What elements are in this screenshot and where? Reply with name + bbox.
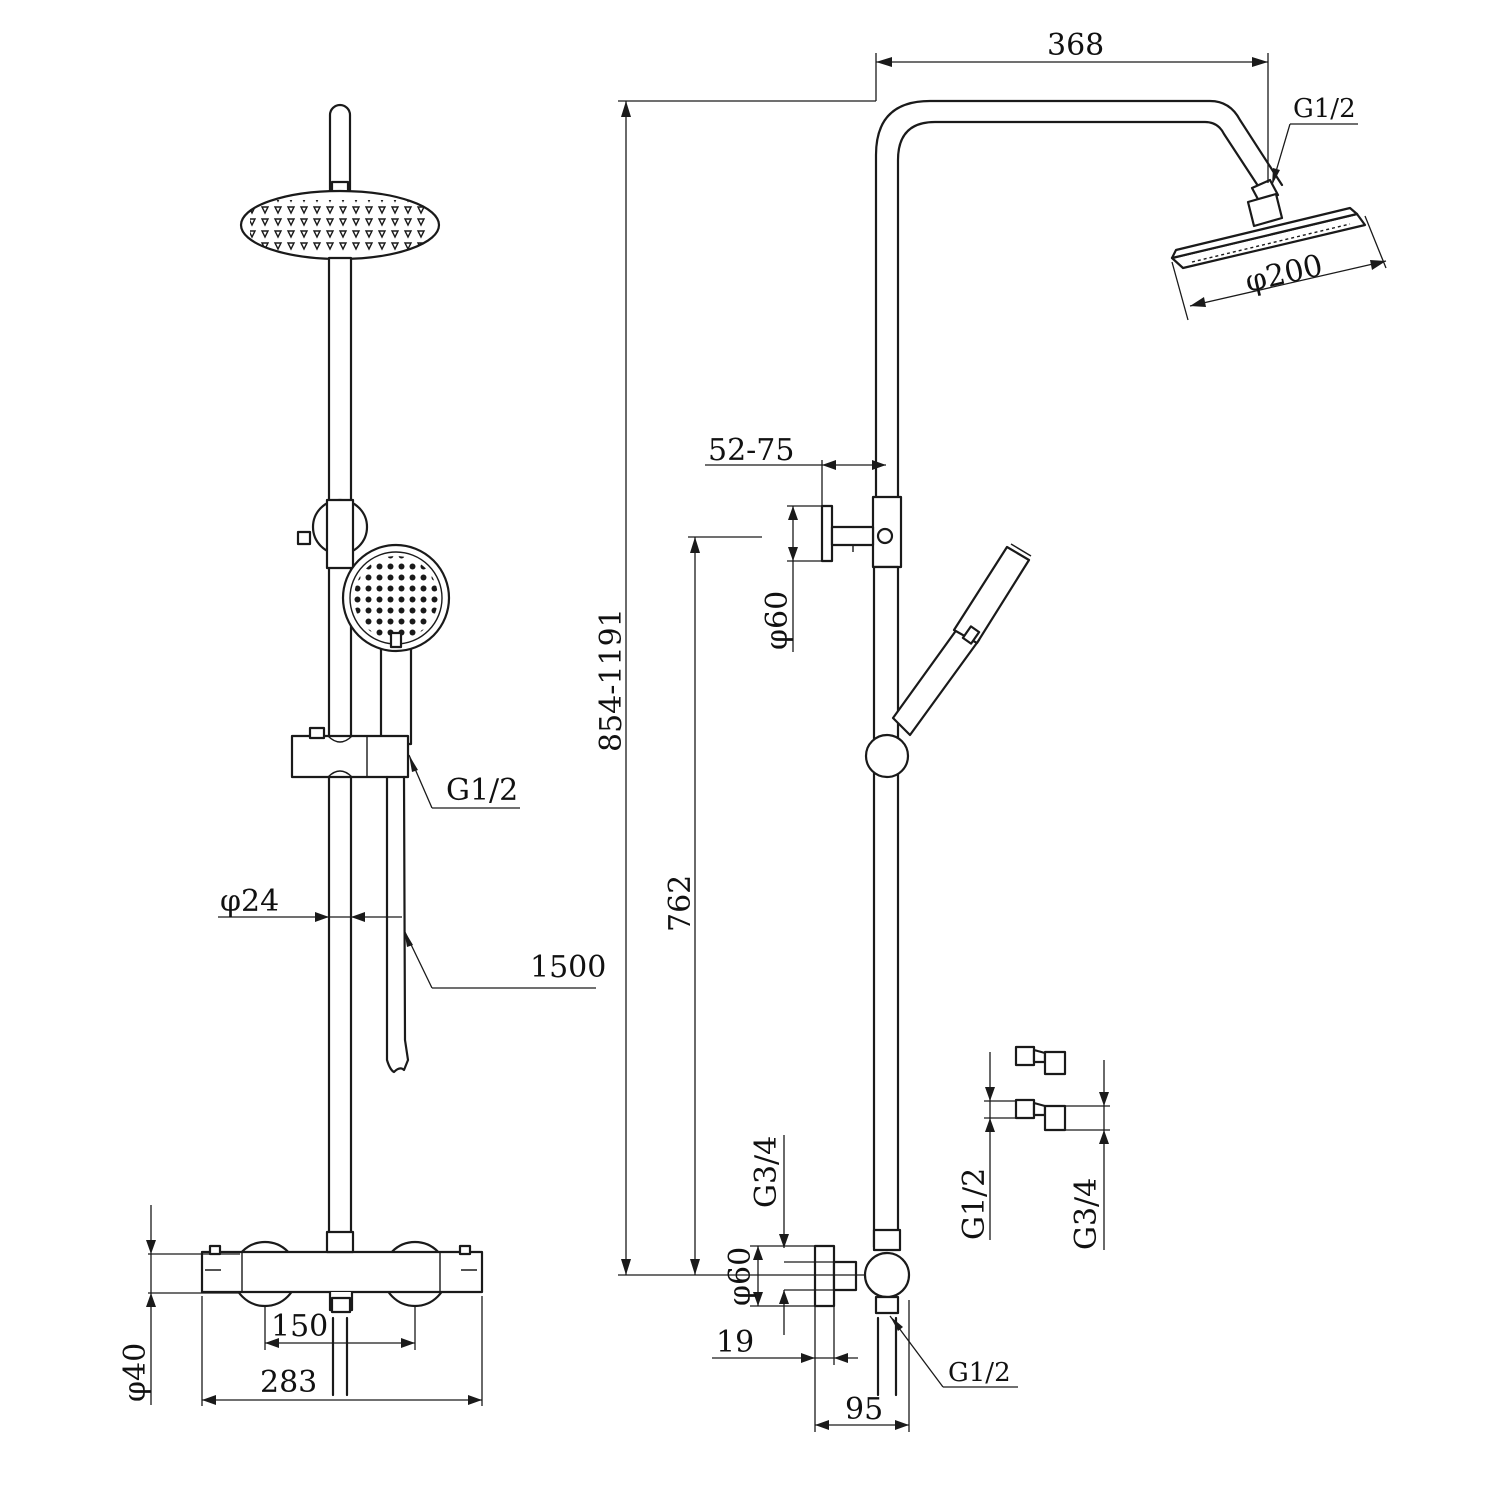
label-outlet-thread: G1/2	[948, 1358, 1011, 1388]
dim-side-762: 762	[663, 536, 762, 1275]
dim-front-283: 283	[201, 1296, 483, 1406]
dim-side-368: 368	[875, 28, 1269, 183]
riser-top	[328, 103, 352, 202]
shower-arm	[874, 99, 1284, 499]
side-rail	[872, 565, 900, 1249]
label-rail-diameter: φ24	[220, 884, 279, 919]
label-flange-offset: 19	[716, 1325, 754, 1360]
label-valve-width: 283	[260, 1365, 317, 1400]
dim-side-95: 95	[815, 1300, 910, 1432]
dim-side-outlet-g12: G1/2	[889, 1315, 1018, 1388]
side-view: 368 G1/2 φ200 52-75 φ60	[594, 28, 1387, 1432]
dim-side-head-thread: G1/2	[1271, 94, 1358, 186]
label-inlet-thread: G3/4	[749, 1136, 784, 1208]
label-flange-diameter: φ60	[723, 1247, 758, 1306]
dim-front-g12: G1/2	[408, 754, 520, 809]
label-valve-projection: 95	[845, 1392, 883, 1427]
dim-side-g34: G3/4	[749, 1135, 789, 1248]
label-head-thread: G1/2	[1293, 94, 1356, 124]
label-height-range: 854-1191	[594, 608, 629, 752]
eccentric-connectors	[1014, 1045, 1067, 1132]
dim-connector-g34: G3/4	[1065, 1060, 1110, 1250]
dim-front-phi24: φ24	[218, 884, 402, 922]
label-bracket-offset: 52-75	[708, 433, 794, 468]
label-head-diameter: φ200	[1242, 248, 1326, 300]
label-arm-reach: 368	[1047, 28, 1104, 63]
dim-front-150: 150	[264, 1306, 416, 1350]
dim-side-19: 19	[712, 1306, 858, 1432]
side-valve-body	[863, 1251, 911, 1299]
label-lower-height: 762	[663, 875, 698, 932]
hand-shower-side	[891, 543, 1032, 737]
dim-side-52-75: 52-75	[705, 433, 886, 506]
label-bracket-diameter: φ60	[760, 591, 795, 650]
label-hose-length: 1500	[530, 950, 606, 985]
dim-front-hose: 1500	[403, 929, 606, 989]
dim-side-flange-phi60: φ60	[723, 1245, 834, 1335]
shower-hose	[385, 775, 410, 1074]
label-connector-thread-small: G1/2	[957, 1168, 992, 1240]
front-view: G1/2 φ24 1500 150 283	[118, 103, 606, 1406]
dim-side-height-range: 854-1191	[594, 100, 876, 1276]
label-connector-thread-large: G3/4	[1069, 1178, 1104, 1250]
label-valve-body-diameter: φ40	[118, 1343, 153, 1402]
label-valve-centers: 150	[271, 1309, 328, 1344]
slider-knob	[864, 733, 910, 779]
nozzle-pattern	[250, 200, 430, 252]
dim-side-bracket-phi60: φ60	[760, 505, 822, 652]
dim-connector-g12: G1/2	[957, 1052, 1016, 1240]
overhead-shower-head-side	[1170, 206, 1367, 270]
side-flange	[813, 1244, 836, 1308]
slider-holder	[290, 734, 410, 779]
dim-front-phi40: φ40	[118, 1205, 240, 1405]
label-hand-shower-thread: G1/2	[446, 773, 518, 808]
